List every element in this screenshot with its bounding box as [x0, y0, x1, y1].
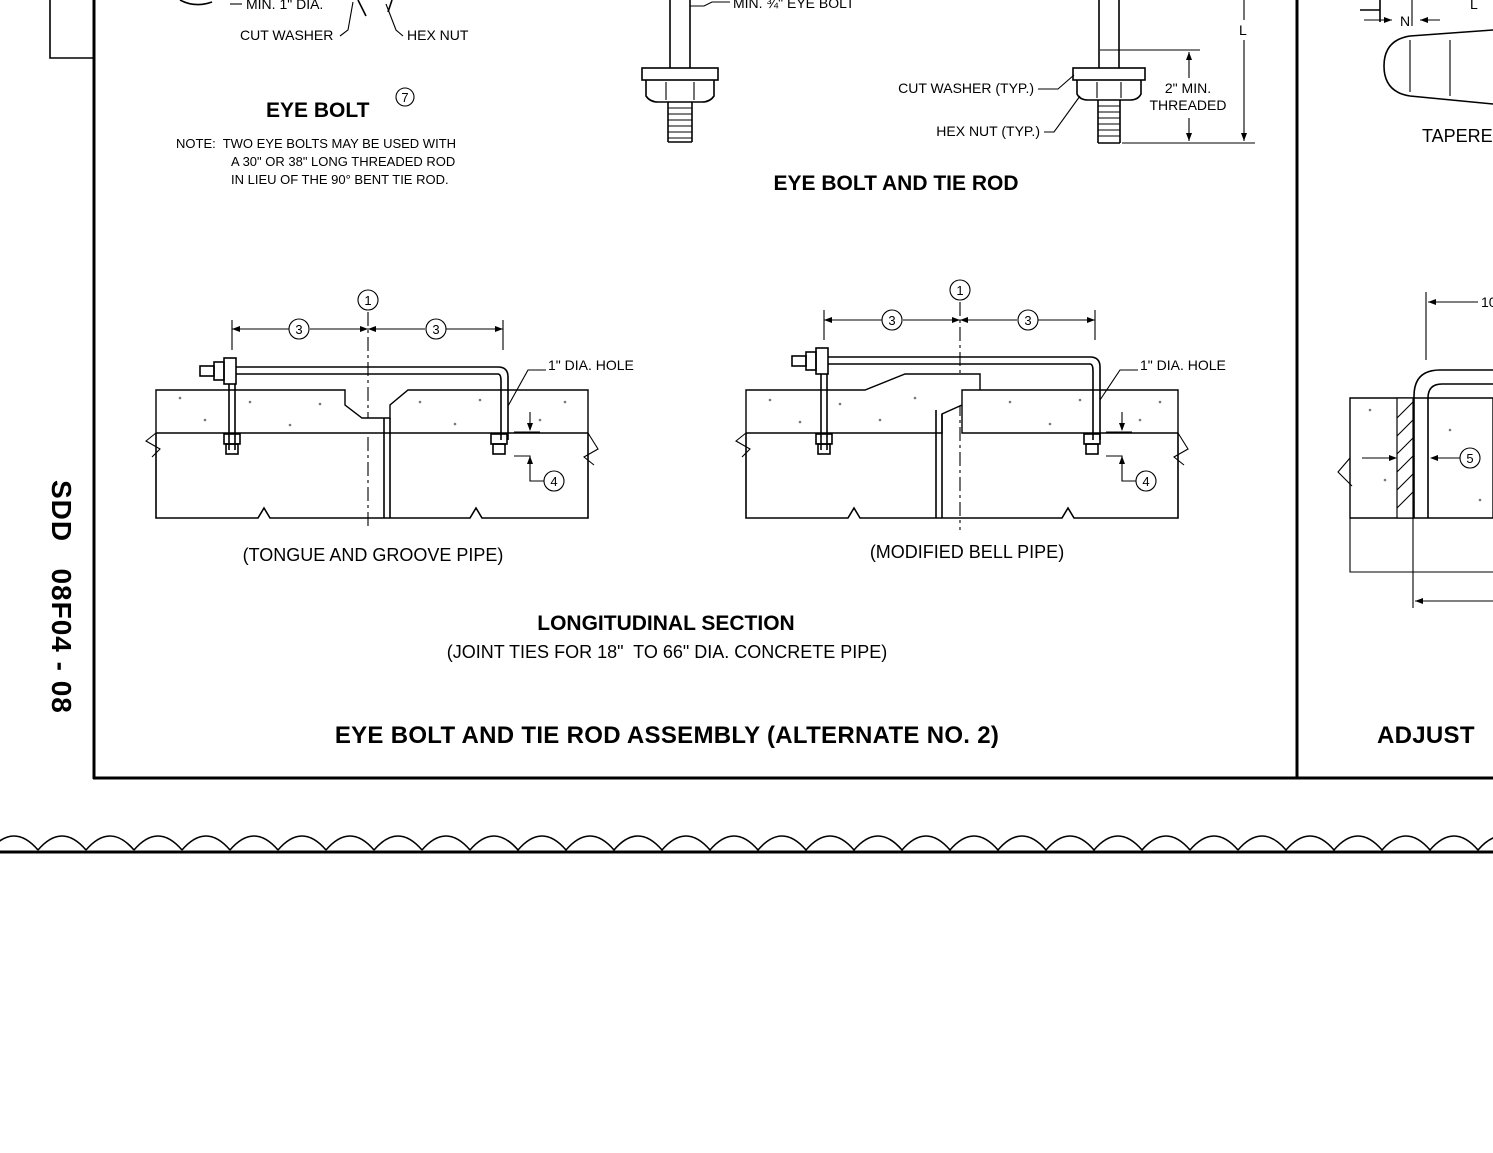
- eye-bolt-detail: MIN. 1" DIA. CUT WASHER HEX NUT EYE BOLT…: [176, 0, 469, 187]
- eye-bolt-note-line-2: A 30" OR 38" LONG THREADED ROD: [231, 154, 455, 169]
- modified-bell-section: 1 3 3: [735, 279, 1226, 562]
- ref-three-left-b: 3: [432, 322, 439, 337]
- ref-three-right-a: 3: [888, 313, 895, 328]
- longitudinal-section-subtitle: (JOINT TIES FOR 18" TO 66" DIA. CONCRETE…: [447, 642, 888, 662]
- ref-three-right-b: 3: [1024, 313, 1031, 328]
- eye-bolt-cut-washer-label: CUT WASHER: [240, 27, 333, 43]
- eye-bolt-title: EYE BOLT: [266, 99, 370, 122]
- eye-bolt-note-ref: 7: [401, 90, 408, 105]
- threaded-label-2: THREADED: [1149, 97, 1226, 113]
- dim-n-label: N: [1400, 13, 1410, 29]
- ref-one-left: 1: [364, 293, 371, 308]
- hole-label-right: 1" DIA. HOLE: [1140, 357, 1226, 373]
- tapered-label: TAPERE: [1422, 126, 1493, 146]
- adjust-label: ADJUST: [1377, 722, 1475, 749]
- eye-bolt-tie-rod-detail: MIN. ¾" EYE BOLT: [641, 0, 1255, 195]
- right-panel-partial: N L TAPERE 10 5 ADJUST: [1337, 0, 1493, 749]
- sheet-id: SDD 08F04 - 08: [46, 480, 77, 714]
- eye-bolt-hex-nut-label: HEX NUT: [407, 27, 469, 43]
- sheet-frame: [49, 0, 1493, 780]
- assembly-title: EYE BOLT AND TIE ROD ASSEMBLY (ALTERNATE…: [335, 722, 999, 749]
- cut-washer-typ-label: CUT WASHER (TYP.): [898, 80, 1034, 96]
- ref-three-left-a: 3: [295, 322, 302, 337]
- hex-nut-typ-label: HEX NUT (TYP.): [936, 123, 1040, 139]
- dim-l1-label: L: [1470, 0, 1478, 12]
- ref-four-left: 4: [550, 474, 557, 489]
- dim-l-label: L: [1239, 22, 1247, 38]
- tongue-groove-caption: (TONGUE AND GROOVE PIPE): [243, 545, 504, 565]
- threaded-label-1: 2" MIN.: [1165, 80, 1211, 96]
- tongue-groove-section: 1 3 3: [145, 289, 634, 565]
- eye-bolt-note-line-3: IN LIEU OF THE 90° BENT TIE ROD.: [231, 172, 449, 187]
- eye-bolt-note-line-1: NOTE: TWO EYE BOLTS MAY BE USED WITH: [176, 136, 456, 151]
- min-eye-bolt-label: MIN. ¾" EYE BOLT: [733, 0, 855, 11]
- break-line: [0, 835, 1493, 854]
- ref-five: 5: [1466, 451, 1473, 466]
- longitudinal-section-title: LONGITUDINAL SECTION: [537, 612, 794, 635]
- ref-one-right: 1: [956, 283, 963, 298]
- modified-bell-caption: (MODIFIED BELL PIPE): [870, 542, 1064, 562]
- eye-bolt-tie-rod-title: EYE BOLT AND TIE ROD: [773, 172, 1018, 195]
- dim-10-label: 10: [1481, 294, 1493, 310]
- ref-four-right: 4: [1142, 474, 1149, 489]
- hole-label-left: 1" DIA. HOLE: [548, 357, 634, 373]
- eye-bolt-min-dia-label: MIN. 1" DIA.: [246, 0, 323, 12]
